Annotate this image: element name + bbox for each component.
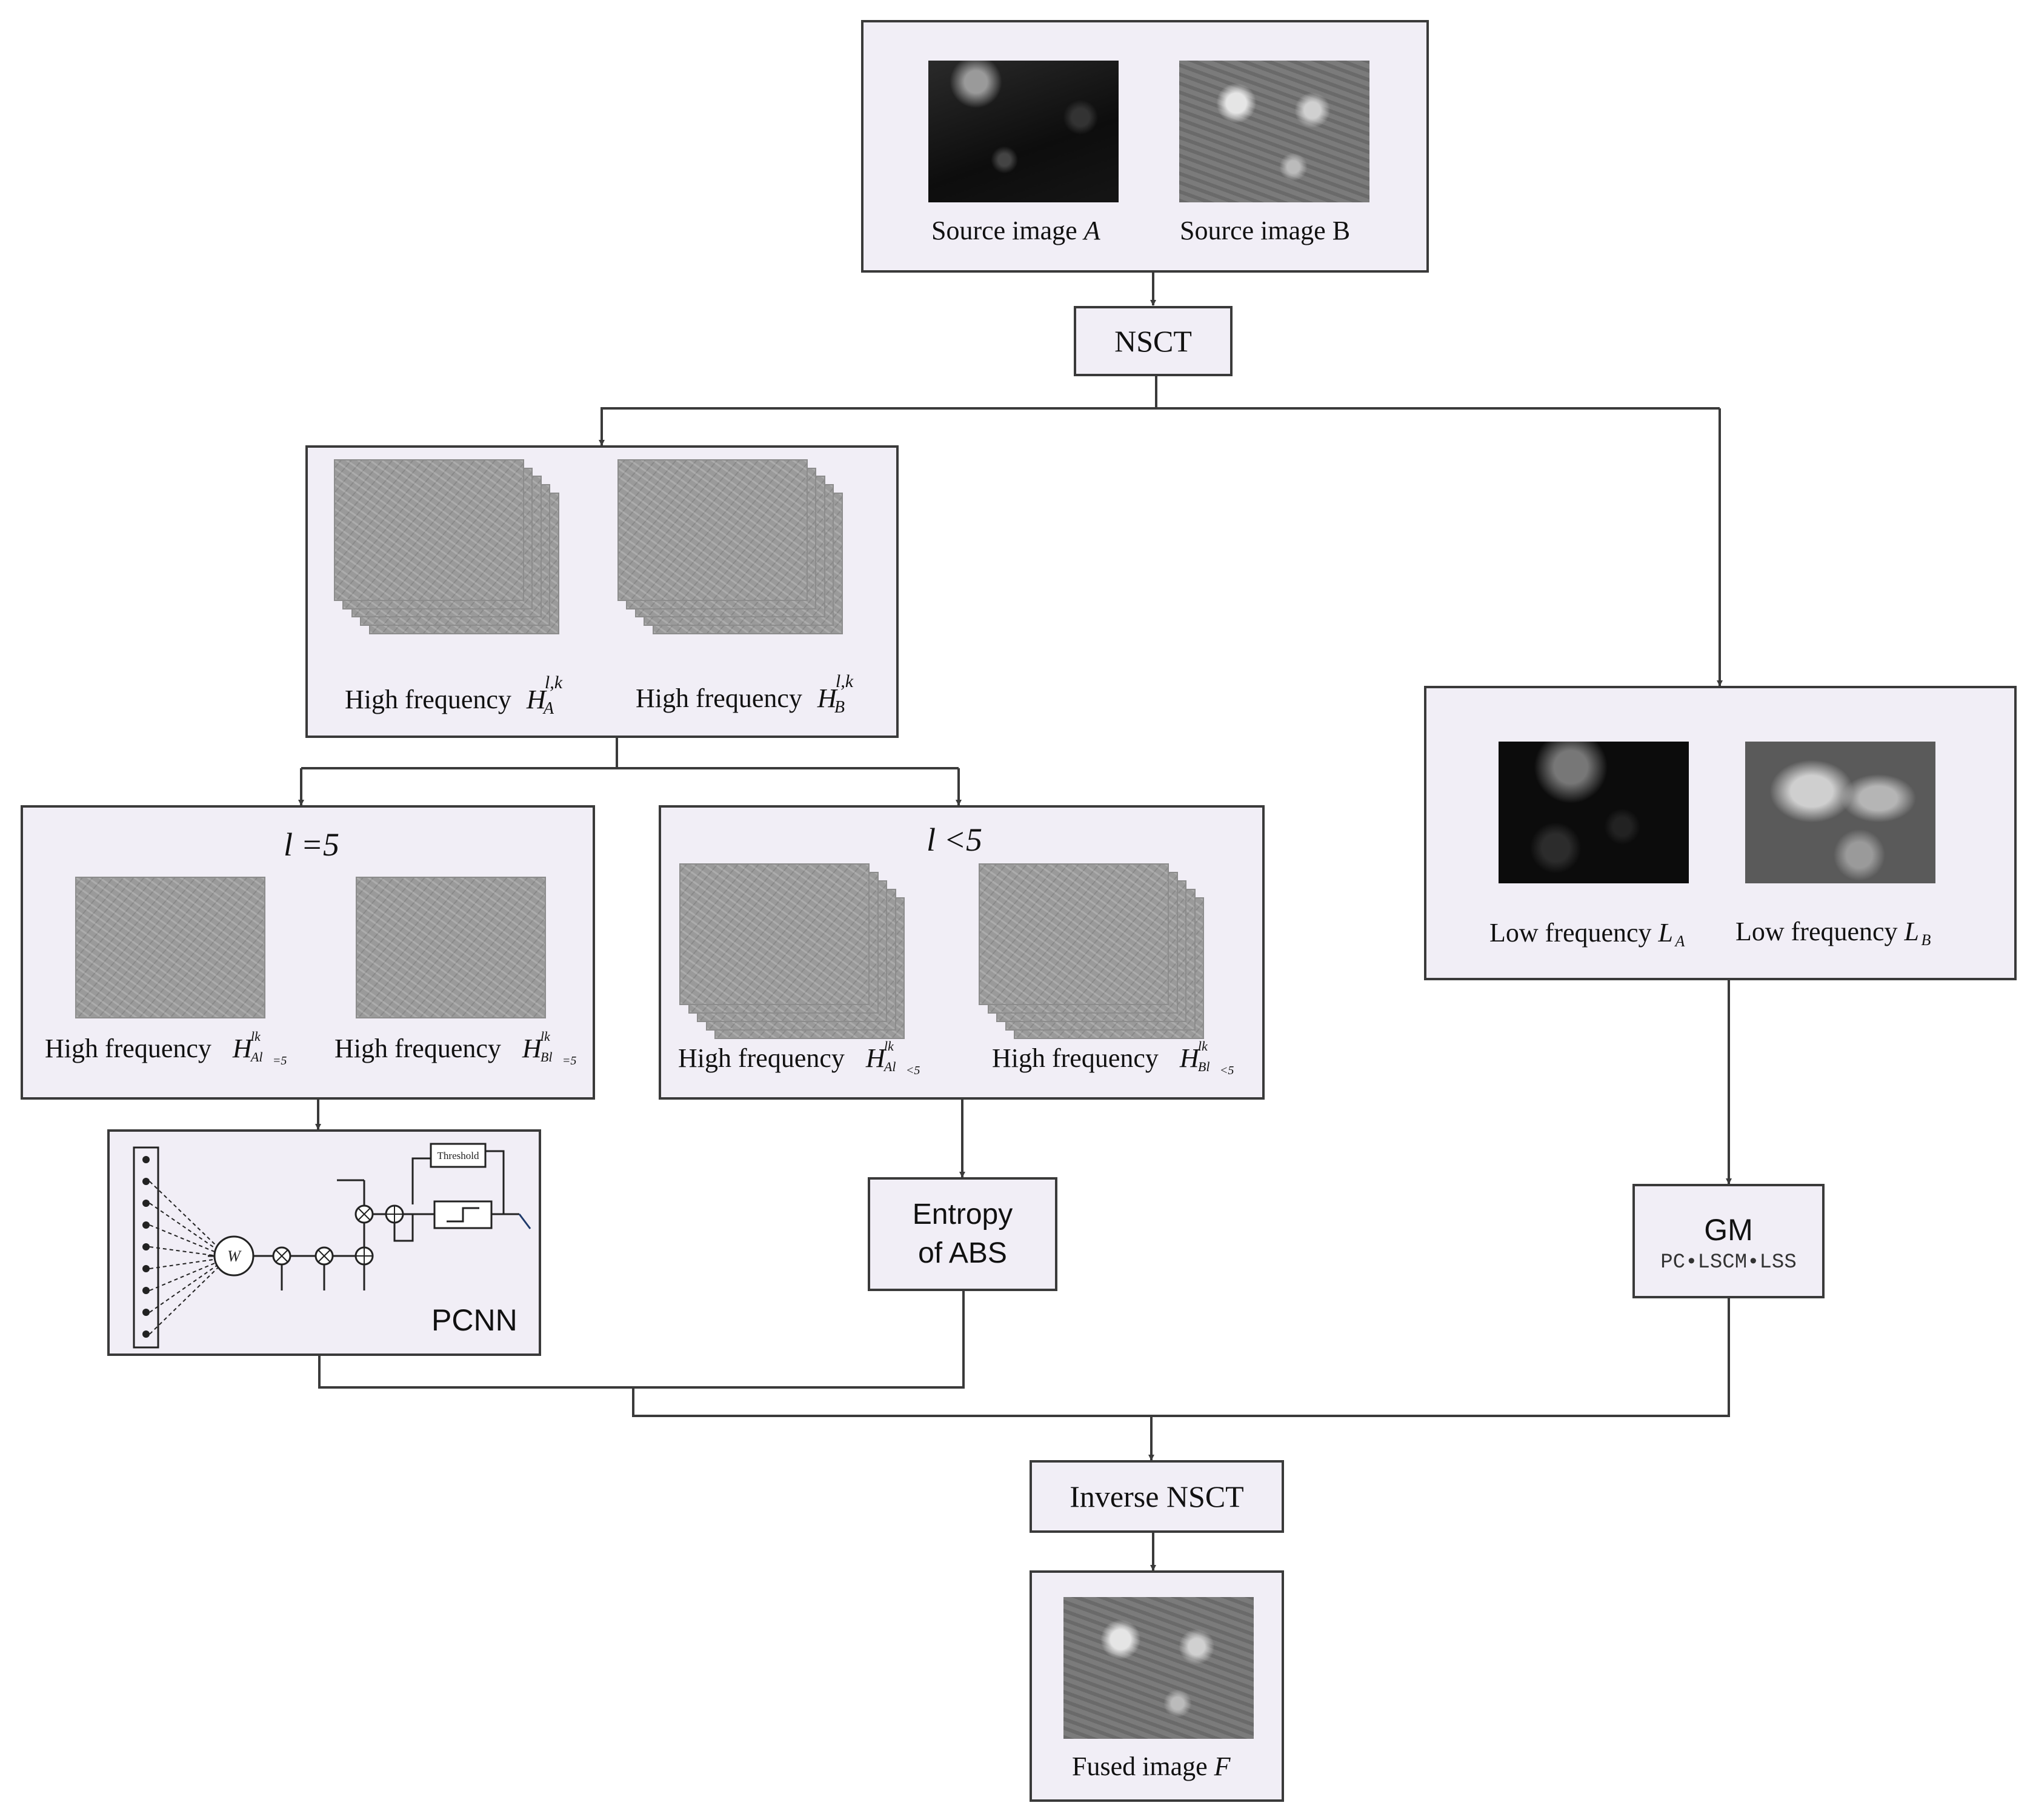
pcnn-diagram: W Threshold	[133, 1143, 531, 1349]
gm-formula: PC•LSCM•LSS	[1660, 1250, 1797, 1274]
entropy-of-abs-box: Entropy of ABS	[868, 1177, 1057, 1291]
low-frequency-b-image	[1745, 742, 1935, 883]
pcnn-w-label: W	[227, 1247, 242, 1265]
l-less-5-title: l <5	[927, 822, 982, 858]
nsct-box: NSCT	[1074, 306, 1233, 376]
source-images-box: Source image A Source image B	[861, 20, 1429, 273]
source-image-b	[1179, 61, 1369, 202]
pcnn-box: W Threshold PCNN	[107, 1129, 541, 1356]
pcnn-threshold-label: Threshold	[438, 1150, 479, 1161]
source-image-a-label: Source image A	[931, 216, 1100, 245]
fused-image-box: Fused image F	[1030, 1570, 1284, 1802]
inverse-nsct-box: Inverse NSCT	[1030, 1460, 1284, 1533]
hf-a-level5-image	[75, 877, 265, 1018]
line-merge-to-gm	[632, 1298, 1730, 1417]
hf-b-level5-image	[356, 877, 546, 1018]
line-pcnn-entropy-merge	[318, 1291, 965, 1389]
gm-label: GM	[1704, 1212, 1753, 1247]
pcnn-threshold-block	[430, 1143, 487, 1168]
pcnn-dashed-links	[149, 1181, 218, 1335]
source-image-b-label: Source image B	[1180, 216, 1351, 245]
pcnn-label: PCNN	[431, 1303, 517, 1337]
gm-box: GM PC•LSCM•LSS	[1632, 1184, 1825, 1298]
fused-image	[1063, 1597, 1254, 1739]
source-image-a	[928, 61, 1119, 202]
l-equals-5-title: l =5	[284, 826, 339, 863]
low-frequency-a-image	[1499, 742, 1689, 883]
arrow-to-high-frequency	[599, 407, 1720, 446]
fused-image-label: Fused image F	[1072, 1752, 1231, 1781]
pcnn-input-nodes	[142, 1156, 150, 1338]
